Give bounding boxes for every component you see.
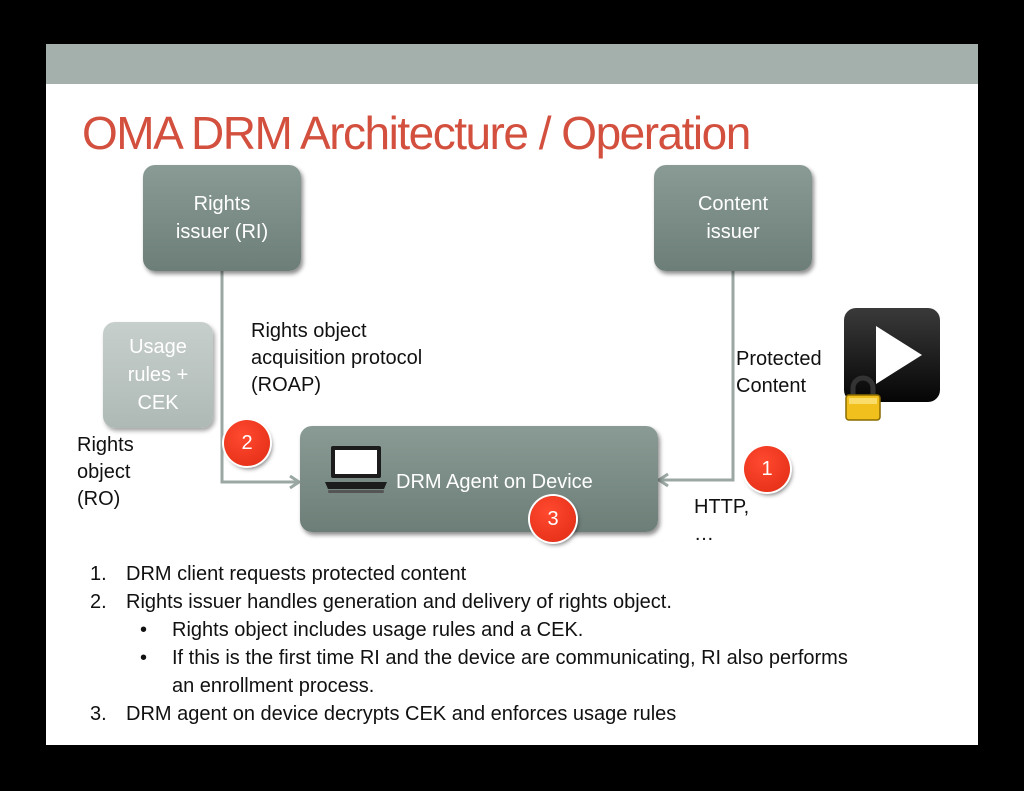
roap-label: Rights object acquisition protocol (ROAP… <box>251 318 422 399</box>
usage-rules-label-3: CEK <box>137 392 179 414</box>
step-2-bullet-2: • If this is the first time RI and the d… <box>90 644 872 700</box>
rights-issuer-label-1: Rights <box>193 193 251 215</box>
usage-rules-box: Usage rules + CEK <box>103 322 213 428</box>
slide-title: OMA DRM Architecture / Operation <box>82 107 751 159</box>
bullet-dot: • <box>140 619 148 641</box>
rights-issuer-box: Rights issuer (RI) <box>143 165 301 271</box>
step-1-text: DRM client requests protected content <box>126 563 467 585</box>
step-2-text: Rights issuer handles generation and del… <box>126 591 672 613</box>
ri-to-agent-line <box>220 270 298 484</box>
step-badge-1: 1 <box>744 446 790 492</box>
content-issuer-label-2: issuer <box>706 221 760 243</box>
connector-lines <box>220 270 735 490</box>
step-2-bullet-1: • Rights object includes usage rules and… <box>90 616 910 644</box>
step-3-text: DRM agent on device decrypts CEK and enf… <box>126 703 677 725</box>
http-line-1: HTTP, <box>694 496 750 518</box>
rights-object-label: Rights object (RO) <box>77 432 134 513</box>
step-badge-3: 3 <box>530 496 576 542</box>
top-bar <box>46 44 978 84</box>
rights-object-line-2: object <box>77 461 131 483</box>
step-3-number: 3. <box>90 703 107 725</box>
step-2-bullet-2-text: If this is the first time RI and the dev… <box>172 647 848 697</box>
content-issuer-label-1: Content <box>697 193 769 215</box>
usage-rules-label-2: rules + <box>127 364 189 386</box>
protected-content-line-1: Protected <box>736 348 822 370</box>
step-2-number: 2. <box>90 591 107 613</box>
usage-rules-label-1: Usage <box>129 336 187 358</box>
ri-arrowhead <box>289 474 302 490</box>
content-issuer-box: Content issuer <box>654 165 812 271</box>
roap-line-2: acquisition protocol <box>251 347 423 369</box>
laptop-icon <box>325 446 387 493</box>
ci-to-agent-line <box>660 270 735 482</box>
padlock-icon <box>845 375 881 421</box>
step-2-bullet-1-text: Rights object includes usage rules and a… <box>172 619 584 641</box>
http-line-2: … <box>694 523 714 545</box>
bullet-dot: • <box>140 647 148 669</box>
roap-line-3: (ROAP) <box>251 374 321 396</box>
step-1: 1. DRM client requests protected content <box>90 560 910 588</box>
drm-agent-box: DRM Agent on Device <box>300 426 658 532</box>
protected-content-label: Protected Content <box>736 346 822 400</box>
step-1-number: 1. <box>90 563 107 585</box>
slide: OMA DRM Architecture / Operation Rights … <box>46 44 978 745</box>
steps-list: 1. DRM client requests protected content… <box>90 560 910 728</box>
http-label: HTTP, … <box>694 494 749 548</box>
step-badge-2: 2 <box>224 420 270 466</box>
drm-agent-label: DRM Agent on Device <box>396 471 593 493</box>
rights-object-line-3: (RO) <box>77 488 121 510</box>
roap-line-1: Rights object <box>251 320 367 342</box>
step-2: 2. Rights issuer handles generation and … <box>90 588 910 616</box>
protected-content-line-2: Content <box>736 375 807 397</box>
rights-object-line-1: Rights <box>77 434 134 456</box>
rights-issuer-label-2: issuer (RI) <box>175 221 269 243</box>
ci-arrowhead <box>656 472 669 488</box>
step-3: 3. DRM agent on device decrypts CEK and … <box>90 700 910 728</box>
